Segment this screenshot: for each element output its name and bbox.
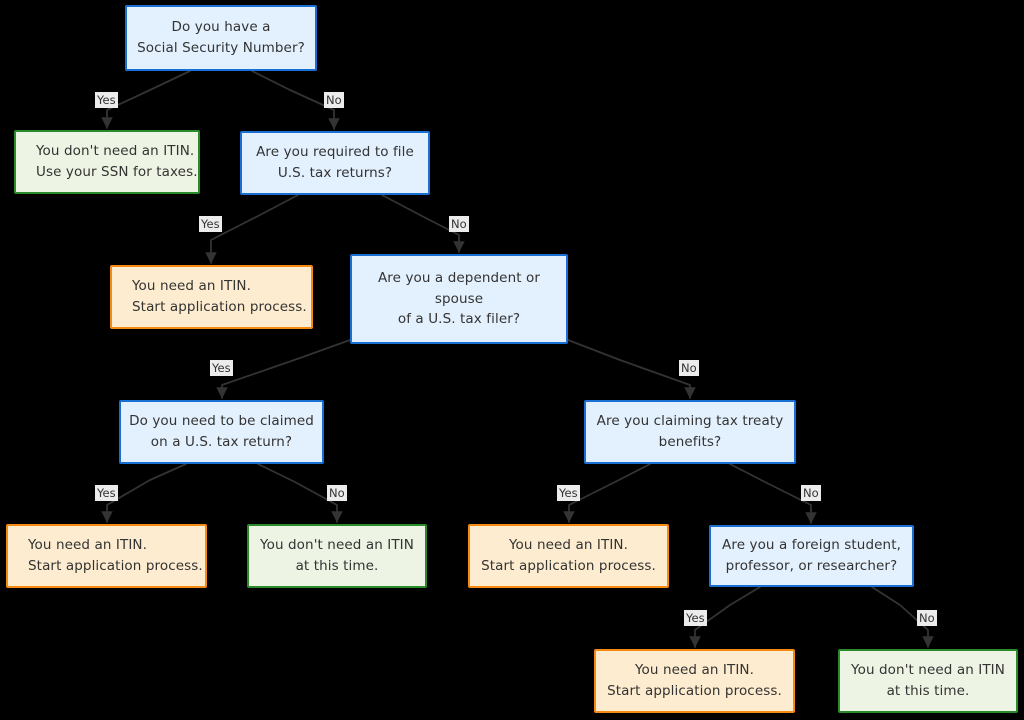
- node-r-no-itin-ssn[interactable]: You don't need an ITIN. Use your SSN for …: [14, 130, 200, 194]
- flowchart-edge: [729, 463, 817, 524]
- node-text-line: Start application process.: [28, 558, 203, 574]
- node-text-line: You need an ITIN.: [132, 278, 252, 295]
- node-text-line: at this time.: [886, 683, 970, 699]
- node-text-line: You need an ITIN.: [28, 537, 148, 554]
- flowchart-edge: [563, 463, 651, 523]
- node-text-line: Are you a dependent or: [377, 269, 541, 286]
- edge-label-yes: Yes: [95, 485, 118, 502]
- node-text-line: You need an ITIN.: [508, 537, 628, 554]
- node-text-line: at this time.: [295, 558, 379, 574]
- node-text-line: U.S. tax returns?: [277, 165, 393, 181]
- flowchart-edge: [381, 194, 465, 253]
- flowchart-edge: [251, 70, 340, 130]
- edge-label-no: No: [917, 610, 937, 627]
- edge-label-yes: Yes: [199, 216, 222, 233]
- edge-label-no: No: [327, 485, 347, 502]
- node-r-need-itin-2[interactable]: You need an ITIN. Start application proce…: [6, 524, 207, 588]
- edge-label-no: No: [324, 92, 344, 109]
- node-text-line: spouse: [434, 290, 484, 307]
- node-text-line: benefits?: [658, 434, 722, 450]
- node-q-dependent-spouse[interactable]: Are you a dependent or spouse of a U.S. ta…: [350, 254, 568, 344]
- node-text-line: You don't need an ITIN: [260, 537, 414, 554]
- node-r-need-itin-1[interactable]: You need an ITIN. Start application proce…: [110, 265, 313, 329]
- edge-label-yes: Yes: [557, 485, 580, 502]
- flowchart-edge: [101, 70, 191, 129]
- node-text-line: of a U.S. tax filer?: [397, 311, 521, 328]
- node-text-line: You don't need an ITIN.: [36, 143, 195, 160]
- edge-label-no: No: [679, 360, 699, 377]
- node-text-line: Social Security Number?: [137, 40, 305, 56]
- node-q-foreign-student[interactable]: Are you a foreign student, professor, or …: [709, 525, 914, 587]
- node-text-line: Start application process.: [481, 558, 656, 574]
- node-r-need-itin-3[interactable]: You need an ITIN. Start application proce…: [468, 524, 669, 588]
- flowchart-edge: [205, 194, 299, 264]
- node-q-ssn[interactable]: Do you have a Social Security Number?: [125, 5, 317, 71]
- flowchart-edge: [257, 463, 343, 523]
- flowchart-edge: [216, 339, 351, 399]
- edge-label-yes: Yes: [210, 360, 233, 377]
- node-q-claimed-return[interactable]: Do you need to be claimed on a U.S. tax r…: [119, 400, 324, 464]
- edge-label-no: No: [801, 485, 821, 502]
- flowchart-edge: [101, 463, 187, 523]
- node-text-line: on a U.S. tax return?: [150, 434, 293, 450]
- node-q-tax-treaty[interactable]: Are you claiming tax treaty benefits?: [584, 400, 796, 464]
- edge-label-yes: Yes: [684, 610, 707, 627]
- node-r-no-itin-now-2[interactable]: You don't need an ITIN at this time.: [838, 649, 1018, 713]
- node-r-no-itin-now-1[interactable]: You don't need an ITIN at this time.: [247, 524, 427, 588]
- node-text-line: Are you claiming tax treaty: [596, 413, 784, 430]
- node-text-line: You need an ITIN.: [634, 662, 754, 679]
- node-text-line: Are you a foreign student,: [722, 537, 901, 554]
- flowchart-edge: [567, 339, 696, 399]
- node-text-line: Use your SSN for taxes.: [36, 164, 198, 180]
- edge-label-yes: Yes: [95, 92, 118, 109]
- node-text-line: Start application process.: [607, 683, 782, 699]
- node-text-line: Are you required to file: [256, 144, 414, 161]
- node-text-line: Do you need to be claimed: [129, 413, 314, 430]
- edge-label-no: No: [449, 216, 469, 233]
- node-r-need-itin-4[interactable]: You need an ITIN. Start application proce…: [594, 649, 795, 713]
- node-text-line: You don't need an ITIN: [851, 662, 1005, 679]
- node-text-line: professor, or researcher?: [725, 558, 898, 574]
- node-text-line: Start application process.: [132, 299, 307, 315]
- node-text-line: Do you have a: [171, 19, 271, 36]
